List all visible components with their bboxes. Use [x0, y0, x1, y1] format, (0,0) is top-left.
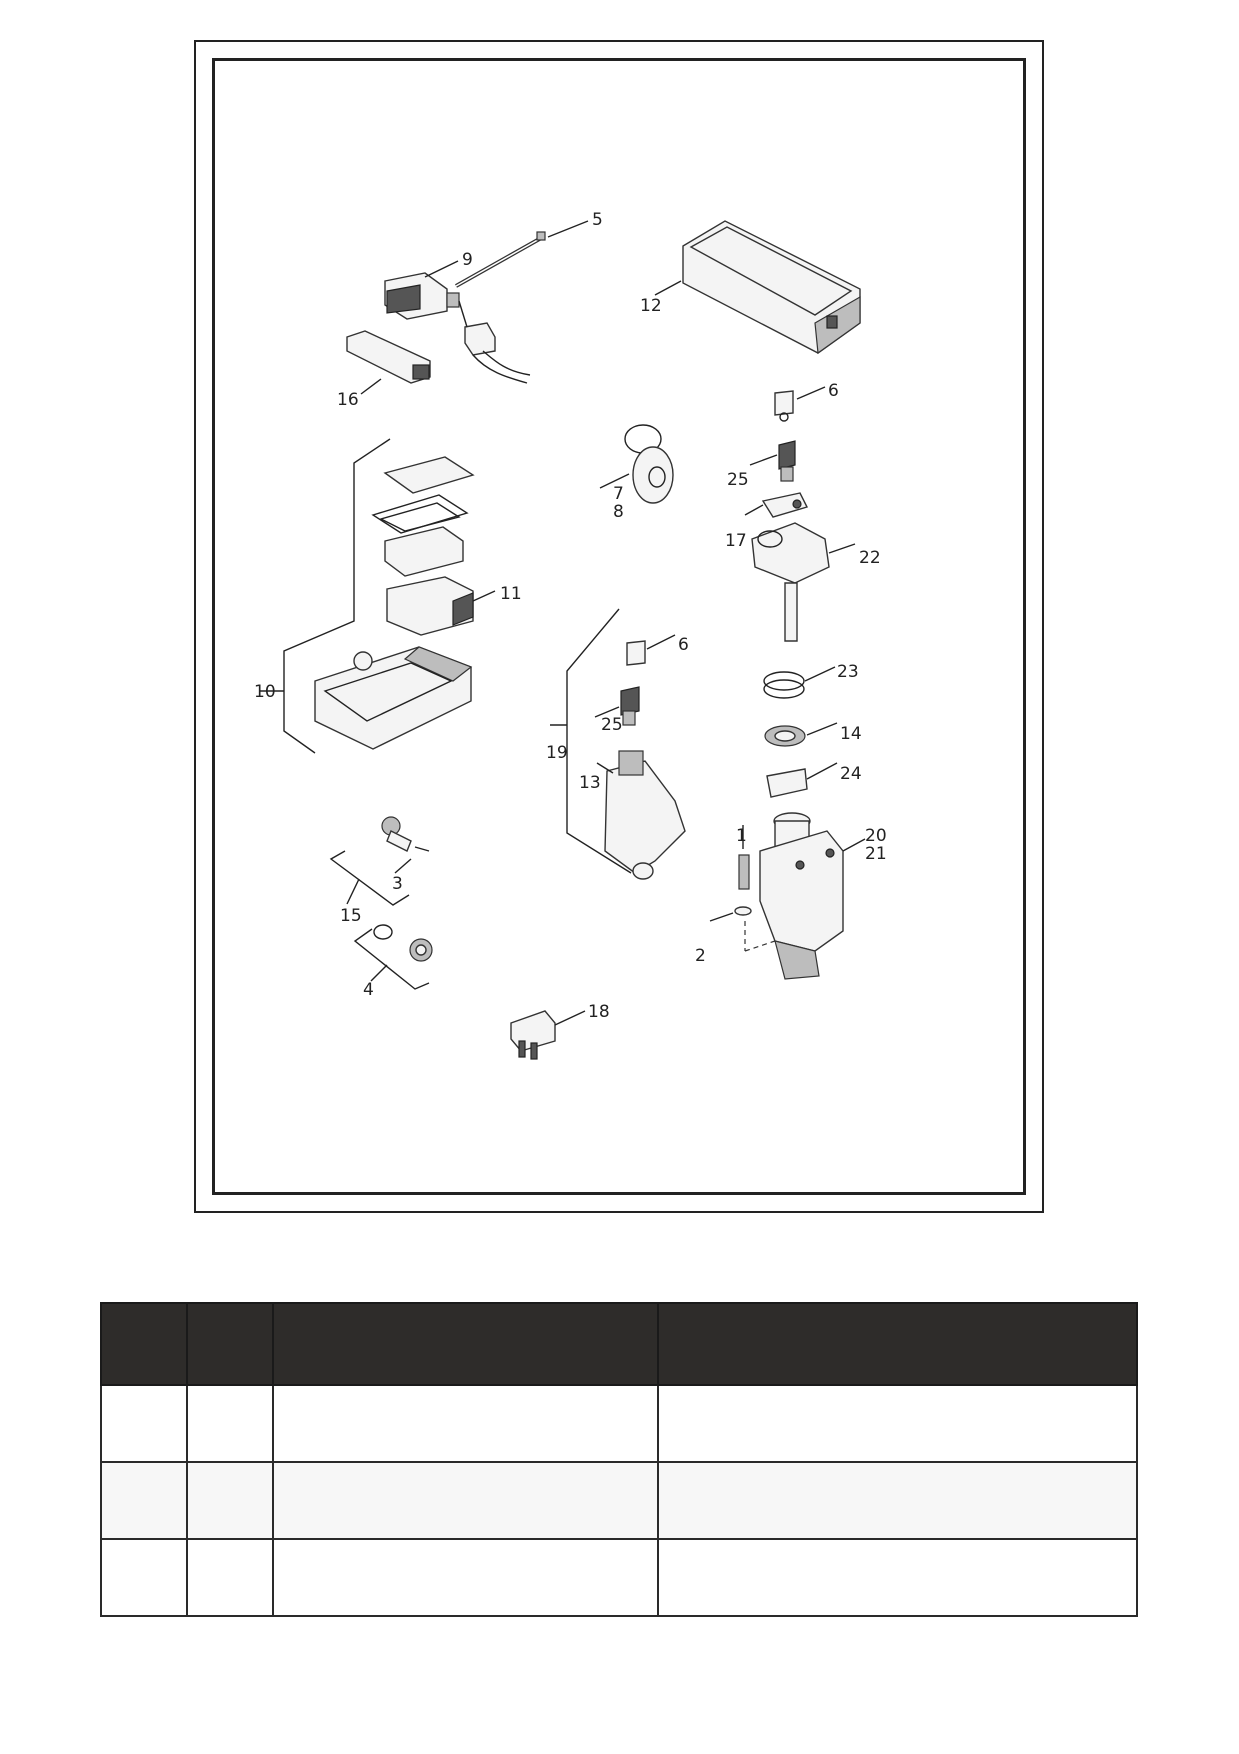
callout-25b: 25 — [601, 715, 623, 735]
part-22-switch-head — [751, 522, 856, 642]
table-cell — [272, 1538, 659, 1617]
part-23-14-24-rings — [763, 666, 838, 798]
table-row — [100, 1461, 1138, 1540]
callout-6b: 6 — [678, 635, 689, 655]
table-row — [100, 1384, 1138, 1463]
part-17-plate — [744, 492, 809, 518]
callout-21: 21 — [865, 844, 887, 864]
table-cell — [100, 1384, 188, 1463]
callout-3: 3 — [392, 874, 403, 894]
table-cell — [186, 1538, 274, 1617]
table-cell — [657, 1384, 1138, 1463]
header-cell-description — [657, 1302, 1138, 1386]
table-cell — [272, 1384, 659, 1463]
part-16-pin — [346, 330, 431, 395]
callout-6a: 6 — [828, 381, 839, 401]
header-cell-qty — [186, 1302, 274, 1386]
part-18-switch — [510, 1010, 586, 1060]
callout-14: 14 — [840, 724, 862, 744]
parts-illustration: 5 9 12 16 6 25 7 8 17 22 11 6 23 10 25 1… — [254, 210, 887, 1060]
bracket-group-10 — [260, 438, 391, 754]
parts-table — [100, 1302, 1138, 1617]
part-9-connector — [384, 260, 531, 384]
table-cell — [272, 1461, 659, 1540]
part-5-plug — [353, 924, 433, 990]
callout-13: 13 — [579, 773, 601, 793]
part-7-8-key-fob — [599, 424, 674, 504]
callout-20: 20 — [865, 826, 887, 846]
part-6-25-upper — [749, 386, 826, 482]
callout-15: 15 — [340, 906, 362, 926]
table-cell — [100, 1538, 188, 1617]
callout-19: 19 — [546, 743, 568, 763]
callout-5: 4 — [363, 980, 374, 1000]
callout-16: 16 — [337, 390, 359, 410]
callout-9: 9 — [462, 250, 473, 270]
part-4-cable-tie — [455, 220, 589, 288]
table-cell — [186, 1461, 274, 1540]
figure-frame: 5 9 12 16 6 25 7 8 17 22 11 6 23 10 25 1… — [194, 40, 1044, 1213]
bracket-group-19 — [550, 608, 632, 874]
callout-24: 24 — [840, 764, 862, 784]
callout-25a: 25 — [727, 470, 749, 490]
callout-4: 5 — [592, 210, 603, 230]
callout-22: 22 — [859, 548, 881, 568]
exploded-parts-diagram: 5 9 12 16 6 25 7 8 17 22 11 6 23 10 25 1… — [212, 58, 1026, 1195]
table-header-row — [100, 1302, 1138, 1386]
callout-12: 12 — [640, 296, 662, 316]
part-12-control-module — [654, 220, 861, 355]
callout-23: 23 — [837, 662, 859, 682]
table-cell — [657, 1538, 1138, 1617]
table-cell — [100, 1461, 188, 1540]
part-6-25-13-lower — [594, 634, 686, 880]
part-20-21-switch-body — [744, 812, 866, 980]
callout-18: 18 — [588, 1002, 610, 1022]
callout-11: 11 — [500, 584, 522, 604]
part-3-15-sensor — [329, 816, 430, 906]
callout-17: 17 — [725, 531, 747, 551]
callout-10: 10 — [254, 682, 276, 702]
part-1-2-screw-washer — [709, 825, 752, 922]
callout-8: 8 — [613, 502, 624, 522]
table-cell — [657, 1461, 1138, 1540]
callout-7: 7 — [613, 484, 624, 504]
header-cell-part — [272, 1302, 659, 1386]
header-cell-item — [100, 1302, 188, 1386]
callout-1: 1 — [736, 826, 747, 846]
part-10-11-box — [314, 456, 496, 750]
callout-2: 2 — [695, 946, 706, 966]
table-cell — [186, 1384, 274, 1463]
table-row — [100, 1538, 1138, 1617]
